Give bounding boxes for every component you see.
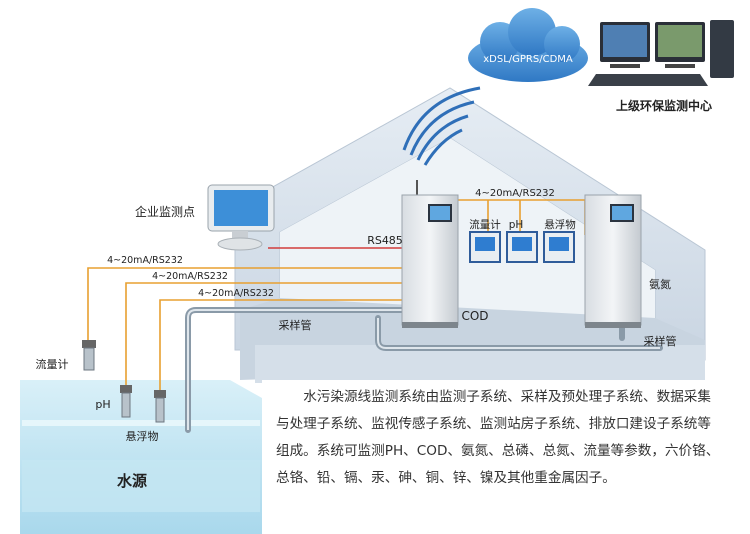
enterprise-computer-icon [207, 184, 275, 251]
sampling-pipe-label-1: 采样管 [279, 318, 312, 332]
system-description: 水污染源线监测系统由监测子系统、采样及预处理子系统、数据采集与处理子系统、监视传… [262, 380, 732, 530]
signal-3-label: 4~20mA/RS232 [198, 288, 274, 299]
signal-1-label: 4~20mA/RS232 [107, 255, 183, 266]
cod-label: COD [461, 309, 488, 323]
signal-top-label: 4~20mA/RS232 [475, 188, 555, 199]
monitoring-center-label: 上级环保监测中心 [616, 98, 712, 113]
sensor-flow-label: 流量计 [36, 357, 69, 371]
water-source [20, 380, 262, 534]
signal-2-label: 4~20mA/RS232 [152, 271, 228, 282]
cod-analyzer-cabinet [401, 194, 459, 328]
ammonia-analyzer-cabinet [584, 194, 642, 328]
instrument-suspended-label: 悬浮物 [544, 218, 576, 231]
sensor-suspended-label: 悬浮物 [126, 429, 159, 443]
enterprise-label: 企业监测点 [135, 204, 195, 219]
sampling-pipe-label-2: 采样管 [644, 334, 677, 348]
ammonia-label: 氨氮 [649, 277, 671, 291]
suspended-solids-probe-icon [154, 390, 166, 423]
monitoring-center-computers-icon [588, 20, 734, 86]
ph-probe-icon [120, 385, 132, 418]
wireless-signal-icon [402, 86, 481, 195]
instrument-ph-label: pH [509, 219, 524, 231]
water-source-label: 水源 [117, 472, 147, 490]
monitoring-station-house [234, 87, 706, 383]
instrument-flow-label: 流量计 [469, 218, 501, 231]
flow-meter-probe-icon [82, 340, 96, 371]
cloud-label: xDSL/GPRS/CDMA [483, 54, 573, 65]
network-cloud-icon [468, 8, 588, 82]
sensor-ph-label: pH [95, 398, 110, 411]
rs485-label: RS485 [367, 234, 403, 247]
